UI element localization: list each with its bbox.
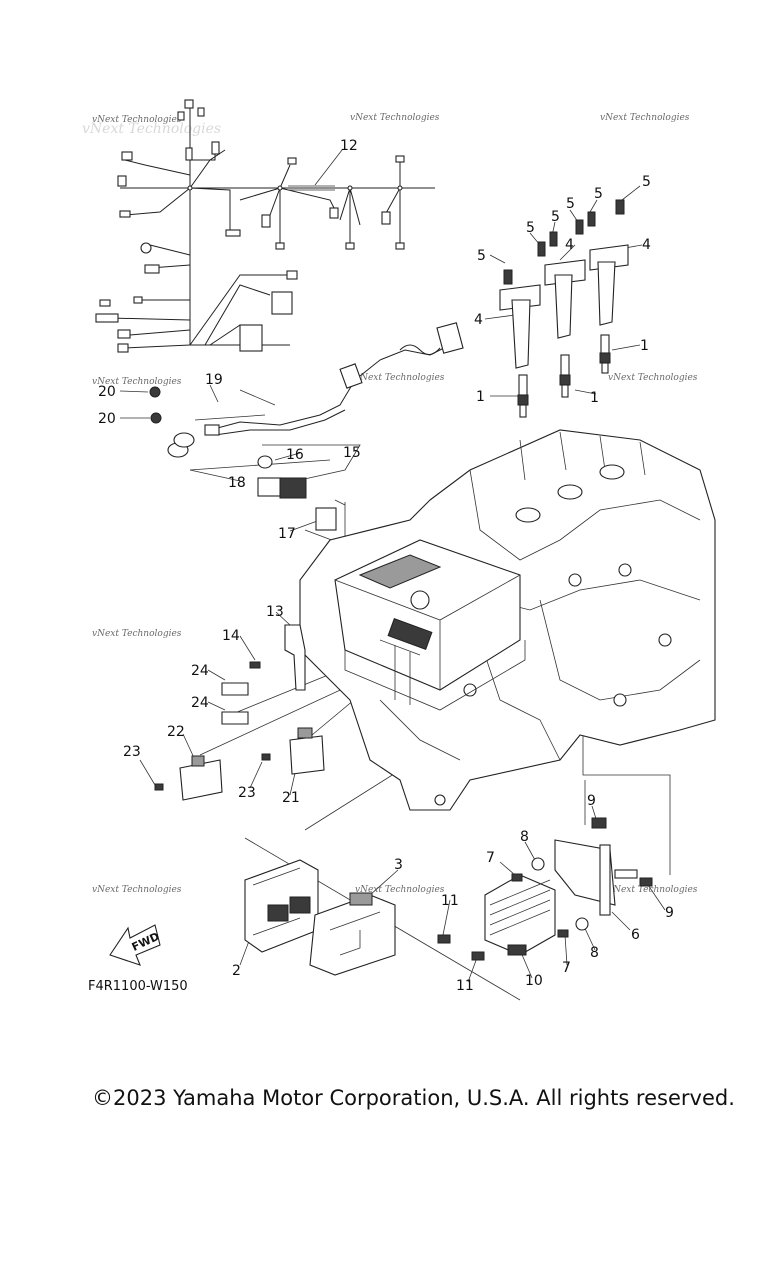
drawing-code: F4R1100-W150 [88, 979, 188, 994]
callout-1: 1 [590, 390, 599, 406]
callout-9: 9 [587, 793, 596, 809]
engine-block [299, 429, 716, 811]
callout-22: 22 [167, 724, 185, 740]
ignition-coils [499, 199, 629, 369]
harness-connectors [95, 99, 405, 353]
callout-18: 18 [228, 475, 246, 491]
callout-1: 1 [476, 389, 485, 405]
callout-5: 5 [642, 174, 651, 190]
callout-5: 5 [566, 196, 575, 212]
spark-plugs [517, 334, 611, 418]
callout-7: 7 [562, 960, 571, 976]
sub-harness [149, 322, 464, 531]
callout-7: 7 [486, 850, 495, 866]
bracket-and-relays [154, 624, 325, 801]
callout-3: 3 [394, 857, 403, 873]
forward-arrow-icon: FWD [109, 924, 161, 966]
callout-24: 24 [191, 695, 209, 711]
callout-6: 6 [631, 927, 640, 943]
callout-5: 5 [526, 220, 535, 236]
rectifier-regulator [437, 817, 653, 961]
callout-11: 11 [441, 893, 459, 909]
callout-5: 5 [594, 186, 603, 202]
callout-23: 23 [123, 744, 141, 760]
callout-8: 8 [520, 829, 529, 845]
callout-9: 9 [665, 905, 674, 921]
callout-21: 21 [282, 790, 300, 806]
copyright-notice: ©2023 Yamaha Motor Corporation, U.S.A. A… [92, 1086, 735, 1110]
callout-23: 23 [238, 785, 256, 801]
callout-2: 2 [232, 963, 241, 979]
wire-harness [109, 105, 435, 349]
callout-5: 5 [477, 248, 486, 264]
callout-5: 5 [551, 209, 560, 225]
callout-17: 17 [278, 526, 296, 542]
watermark: vNext Technologies [608, 373, 698, 383]
callout-8: 8 [590, 945, 599, 961]
callout-14: 14 [222, 628, 240, 644]
callout-19: 19 [205, 372, 223, 388]
callout-11: 11 [456, 978, 474, 994]
ecm-unit [244, 859, 396, 976]
callout-15: 15 [343, 445, 361, 461]
callout-labels: 1 1 1 2 3 4 4 4 5 5 5 5 5 5 6 7 7 8 8 9 … [98, 138, 674, 994]
callout-1: 1 [640, 338, 649, 354]
watermark: vNext Technologies [92, 115, 182, 125]
callout-13: 13 [266, 604, 284, 620]
callout-24: 24 [191, 663, 209, 679]
watermark: vNext Technologies [92, 377, 182, 387]
callout-4: 4 [642, 237, 651, 253]
watermark: vNext Technologies [355, 885, 445, 895]
callout-16: 16 [286, 447, 304, 463]
callout-20: 20 [98, 384, 116, 400]
watermark: vNext Technologies [355, 373, 445, 383]
watermark: vNext Technologies [608, 885, 698, 895]
watermark: vNext Technologies [92, 629, 182, 639]
callout-4: 4 [565, 237, 574, 253]
exploded-parts-diagram: vNext Technologies vNext Technologies vN… [82, 99, 716, 1001]
callout-12: 12 [340, 138, 358, 154]
callout-20: 20 [98, 411, 116, 427]
callout-4: 4 [474, 312, 483, 328]
watermark: vNext Technologies [350, 113, 440, 123]
watermark: vNext Technologies [600, 113, 690, 123]
watermark-ghost: vNext Technologies [82, 121, 221, 137]
watermark: vNext Technologies [92, 885, 182, 895]
callout-10: 10 [525, 973, 543, 989]
